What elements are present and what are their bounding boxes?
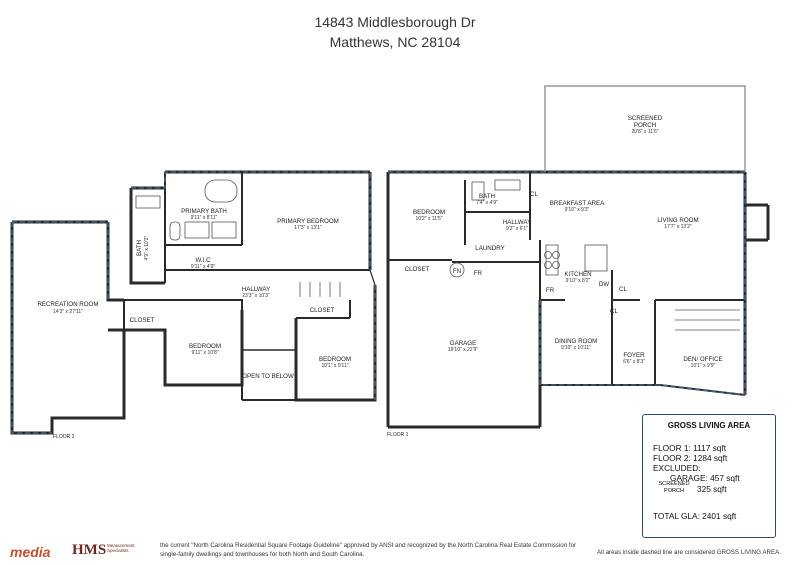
rec-room-name: RECREATION ROOM	[37, 301, 98, 308]
screened-porch-name-2: PORCH	[634, 122, 656, 129]
f2-closet-1: CLOSET	[130, 317, 155, 324]
f2-hallway-dims: 23'3" x 10'3"	[242, 293, 270, 299]
kitchen-dims: 9'10" x 8'2"	[566, 278, 591, 284]
dining-name: DINING ROOM	[555, 338, 598, 345]
f2-hallway-name: HALLWAY	[242, 286, 270, 293]
gla-screened-label: SCREENED PORCH	[658, 481, 690, 494]
fn-label: FN	[453, 268, 461, 275]
kitchen-name: KITCHEN	[564, 271, 591, 278]
fr-label-2: FR	[546, 287, 555, 294]
f2-bedroom-2-dims: 10'1" x 9'11"	[321, 363, 348, 369]
screened-porch-dims: 20'8" x 11'6"	[631, 129, 658, 135]
rec-room-dims: 14'3" x 27'11"	[53, 309, 83, 315]
foyer-dims: 6'6" x 8'3"	[623, 359, 645, 365]
laundry-label: LAUNDRY	[475, 245, 504, 252]
foyer-name: FOYER	[623, 352, 645, 359]
gross-living-area-box: GROSS LIVING AREA FLOOR 1: 1117 sqft FLO…	[642, 414, 776, 538]
breakfast-name: BREAKFAST AREA	[550, 200, 605, 207]
primary-bath-name: PRIMARY BATH	[181, 208, 227, 215]
f1-bath-name: BATH	[479, 193, 495, 200]
den-dims: 10'1" x 9'9"	[691, 363, 716, 369]
dw-label: DW	[599, 281, 609, 288]
gla-garage: GARAGE: 457 sqft	[670, 473, 740, 483]
floor-1-label: FLOOR 1	[387, 432, 409, 438]
wic-name: W.I.C	[195, 257, 211, 264]
f1-hallway-dims: 9'2" x 6'1"	[506, 226, 528, 232]
f1-bedroom-dims: 10'2" x 11'5"	[415, 216, 442, 222]
f2-closet-2: CLOSET	[310, 307, 335, 314]
primary-bedroom-name: PRIMARY BEDROOM	[277, 218, 339, 225]
media-logo: media	[10, 544, 51, 560]
wic-dims: 9'11" x 4'9"	[191, 264, 215, 270]
hms-logo: HMS	[72, 542, 107, 558]
cl-label-2: CL	[619, 286, 627, 293]
living-room-dims: 17'7" x 13'2"	[664, 224, 692, 230]
gla-dashed-outline	[11, 171, 746, 434]
f1-bath-dims: 7'4" x 4'9"	[476, 200, 498, 206]
gla-total: TOTAL GLA: 2401 sqft	[653, 511, 737, 521]
living-room-name: LIVING ROOM	[657, 217, 698, 224]
cl-label-1: CL	[530, 191, 538, 198]
open-to-below: OPEN TO BELOW	[242, 373, 294, 380]
den-name: DEN/ OFFICE	[683, 356, 722, 363]
dining-dims: 9'10" x 10'11"	[561, 345, 591, 351]
hms-logo-subtitle: Measurement Specialists	[107, 543, 135, 553]
f1-hallway-name: HALLWAY	[503, 219, 531, 226]
primary-bath-dims: 9'11" x 8'11"	[191, 215, 218, 221]
gla-excluded: EXCLUDED:	[653, 463, 701, 473]
f2-bedroom-1-name: BEDROOM	[189, 343, 221, 350]
footer-note: All areas inside dashed line are conside…	[597, 549, 781, 556]
breakfast-dims: 9'10" x 9'3"	[565, 207, 590, 213]
screened-porch-name: SCREENED	[628, 115, 663, 122]
garage-dims: 19'10" x 22'9"	[448, 347, 478, 353]
screened-porch-walls	[544, 85, 746, 172]
address-line-1: 14843 Middlesborough Dr	[314, 14, 476, 30]
f2-bedroom-2-name: BEDROOM	[319, 356, 351, 363]
fixtures	[135, 179, 740, 331]
gla-floor1: FLOOR 1: 1117 sqft	[653, 443, 727, 453]
footer-disclaimer: the current "North Carolina Residential …	[160, 542, 577, 558]
f1-closet-label: CLOSET	[405, 266, 430, 273]
primary-bedroom-dims: 17'3" x 13'1"	[294, 225, 322, 231]
f2-bedroom-1-dims: 9'11" x 10'8"	[191, 350, 218, 356]
f1-bedroom-name: BEDROOM	[413, 209, 445, 216]
gla-floor2: FLOOR 2: 1284 sqft	[653, 453, 728, 463]
garage-name: GARAGE	[450, 340, 476, 347]
gla-screened-value: 325 sqft	[697, 484, 727, 494]
address-line-2: Matthews, NC 28104	[329, 34, 461, 50]
f2-bath-dims: 4'9" x 10'2"	[144, 235, 150, 260]
gla-title: GROSS LIVING AREA	[667, 421, 751, 430]
fr-label: FR	[474, 270, 483, 277]
floor-2-label: FLOOR 2	[53, 434, 75, 440]
f2-bath-name: BATH	[136, 240, 143, 256]
cl-label-3: CL	[610, 308, 618, 315]
